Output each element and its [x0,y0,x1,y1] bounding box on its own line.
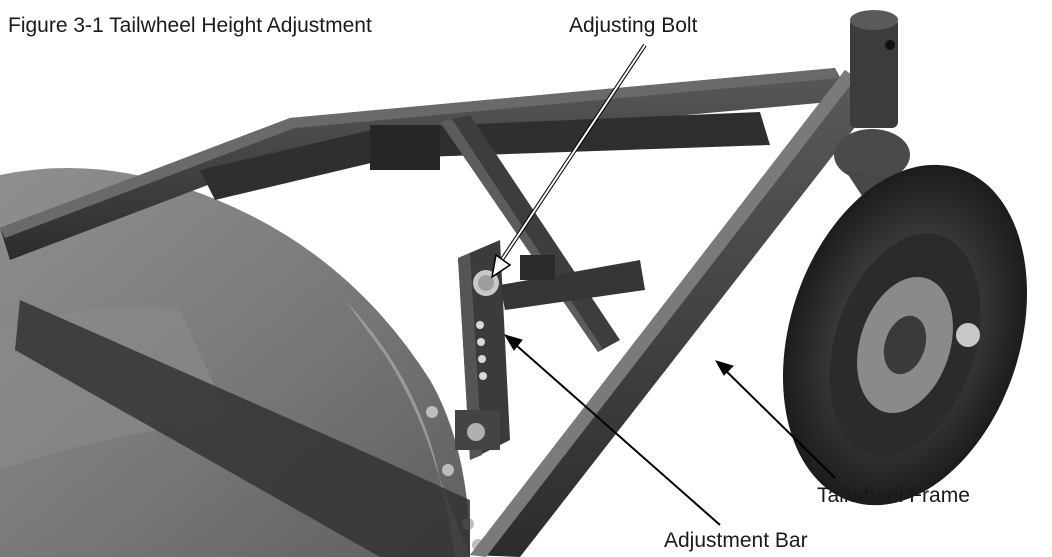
figure-caption: Figure 3-1 Tailwheel Height Adjustment [8,14,372,37]
callout-tailwheel-frame: Tailwheel Frame [817,484,970,507]
frame-inner-rail [200,112,770,200]
tailwheel-frame [470,70,880,557]
tailwheel-spindle [834,10,910,181]
callout-adjusting-bolt: Adjusting Bolt [569,14,698,37]
callout-arrows [490,43,836,526]
frame-lower-rail [15,300,470,557]
callout-adjustment-bar: Adjustment Bar [664,529,808,552]
frame-top-rail [0,68,852,260]
arrow-tailwheel-frame [719,364,836,479]
adjustment-bar [455,240,555,460]
arrow-adjustment-bar [507,337,721,526]
tailwheel-tire [782,164,1028,506]
frame-strut [500,260,645,310]
